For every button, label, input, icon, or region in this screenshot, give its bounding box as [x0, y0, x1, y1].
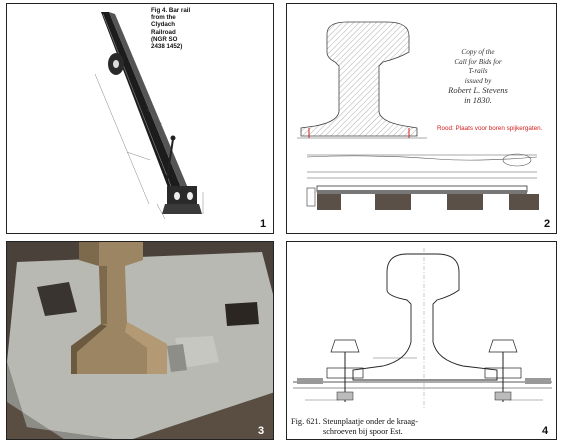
- bar-rail-illustration: [94, 12, 204, 220]
- panel-number: 1: [260, 218, 267, 230]
- panel-2-t-rail-bid-drawing: Copy of the Call for Bids for T-rails is…: [286, 3, 557, 234]
- fig4-caption: Fig 4. Bar rail from the Clydach Railroa…: [151, 7, 241, 50]
- caption-line: Railroad: [151, 28, 176, 36]
- title-line: T-rails: [468, 67, 488, 75]
- t-rail-profile-illustration: [297, 21, 539, 210]
- rail-on-plate-photo: [7, 242, 273, 439]
- rail-fastening-illustration: [293, 248, 552, 408]
- caption-line: Fig 4. Bar rail: [151, 7, 191, 14]
- panel-3-rail-photo: 3: [6, 241, 274, 440]
- panel-number: 4: [542, 425, 549, 437]
- caption-line: Clydach: [151, 21, 176, 29]
- title-line: Robert L. Stevens: [448, 85, 508, 95]
- caption-line: from the: [151, 14, 176, 22]
- panel-number: 2: [544, 218, 551, 230]
- title-line: Call for Bids for: [454, 57, 502, 66]
- title-line: in 1830.: [464, 94, 492, 105]
- title-line: Copy of the: [461, 48, 495, 56]
- caption-line: schroeven bij spoor Est.: [323, 427, 403, 436]
- red-note: Rood: Plaats voor boren spijkergaten.: [437, 125, 543, 132]
- caption-line: (NGR SO: [151, 35, 178, 43]
- caption-line: 2438 1452): [151, 43, 183, 51]
- caption-line: Fig. 621. Steunplaatje onder de kraag-: [291, 417, 418, 426]
- title-line: issued by: [464, 76, 492, 85]
- panel-1-bar-rail-drawing: Fig 4. Bar rail from the Clydach Railroa…: [6, 3, 274, 234]
- panel-number: 3: [258, 425, 265, 437]
- fig621-caption: Fig. 621. Steunplaatje onder de kraag- s…: [291, 417, 471, 437]
- bid-title: Copy of the Call for Bids for T-rails is…: [408, 48, 548, 105]
- panel-4-support-plate-drawing: Fig. 621. Steunplaatje onder de kraag- s…: [286, 241, 557, 440]
